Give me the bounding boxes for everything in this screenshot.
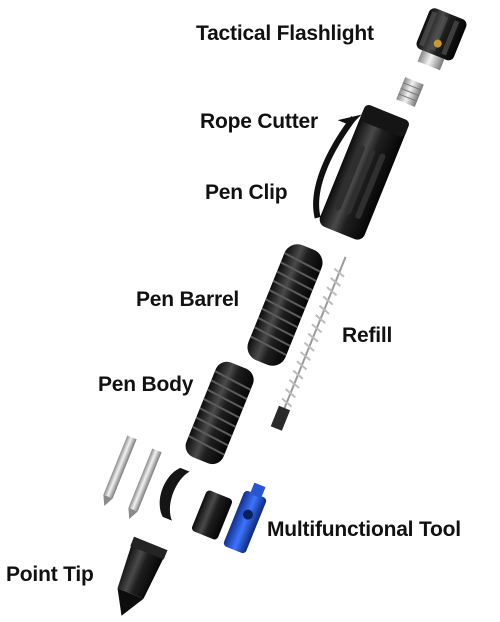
sleeve-part — [191, 490, 233, 540]
label-rope-cutter: Rope Cutter — [200, 110, 318, 133]
pen-hook-part — [159, 467, 190, 521]
label-pen-body: Pen Body — [98, 373, 194, 396]
pen-body-part — [185, 361, 254, 465]
refill-part — [270, 256, 347, 431]
label-tactical-flashlight: Tactical Flashlight — [196, 22, 374, 45]
label-point-tip: Point Tip — [6, 563, 94, 586]
point-tip-part — [117, 536, 168, 616]
label-pen-barrel: Pen Barrel — [136, 288, 240, 311]
rope-cutter-clip-part — [313, 105, 409, 240]
pen-barrel-part — [247, 244, 323, 366]
tactical-flashlight-part — [416, 8, 467, 71]
label-refill: Refill — [342, 324, 393, 347]
label-pen-clip: Pen Clip — [205, 181, 288, 204]
label-multifunctional-tool: Multifunctional Tool — [267, 518, 461, 541]
flashlight-spring-part — [396, 77, 424, 107]
multifunctional-tool-part — [223, 482, 267, 554]
screwdriver-bits-part — [103, 435, 162, 519]
